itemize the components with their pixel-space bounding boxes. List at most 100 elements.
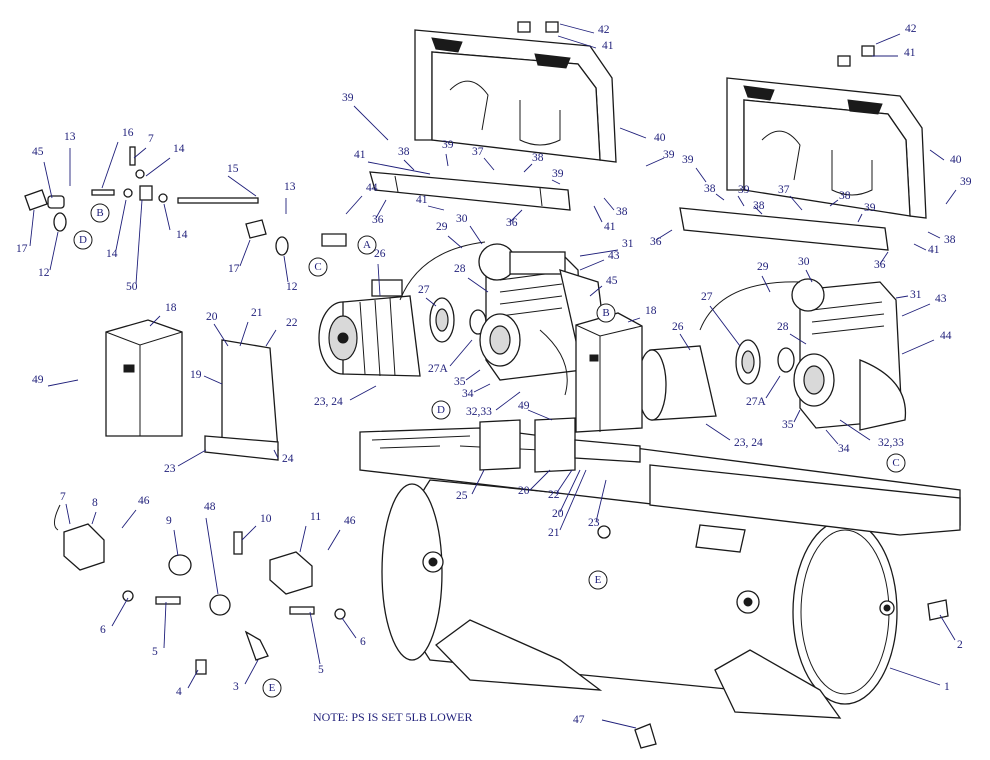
part-callout: 25: [456, 490, 468, 502]
leader-line: [601, 719, 637, 729]
part-callout: 40: [950, 154, 962, 166]
leader-line: [111, 597, 129, 627]
reference-letter-circle: [596, 303, 616, 323]
mounting-plate: [204, 339, 279, 461]
leader-line: [695, 167, 707, 183]
leader-line: [101, 141, 119, 189]
leader-line: [149, 315, 161, 327]
reference-letter: D: [437, 404, 445, 416]
leader-line: [927, 231, 941, 239]
reference-letter: E: [269, 682, 276, 694]
part-callout: 38: [616, 206, 628, 218]
leader-line: [579, 249, 619, 257]
part-callout: 36: [650, 236, 662, 248]
control-box-left: [105, 319, 183, 437]
part-callout: 37: [778, 184, 790, 196]
part-callout: 27: [701, 291, 713, 303]
leader-line: [273, 449, 279, 459]
leader-line: [603, 197, 615, 211]
leader-line: [377, 263, 381, 297]
part-callout: 17: [228, 263, 240, 275]
part-callout: 38: [839, 190, 851, 202]
leader-line: [929, 149, 945, 161]
leader-line: [495, 391, 521, 411]
leader-line: [595, 479, 607, 523]
belt-guard-bracket-right: [679, 207, 889, 251]
reference-letter-circle: [886, 453, 906, 473]
left-pulleys: [429, 297, 487, 343]
part-callout: 49: [32, 374, 44, 386]
leader-line: [353, 105, 389, 141]
part-callout: 31: [910, 289, 922, 301]
leader-line: [449, 339, 473, 367]
leader-line: [765, 375, 781, 399]
part-callout: 39: [552, 168, 564, 180]
leader-line: [115, 199, 127, 251]
tank-fitting: [597, 525, 611, 539]
leader-line: [805, 269, 813, 283]
reference-letter-circle: [357, 235, 377, 255]
part-callout: 46: [138, 495, 150, 507]
part-callout: 7: [148, 133, 154, 145]
reference-letter: B: [96, 207, 103, 219]
reference-letter-circle: [73, 230, 93, 250]
part-callout: 36: [372, 214, 384, 226]
part-callout: 18: [645, 305, 657, 317]
part-callout: 22: [548, 489, 560, 501]
leader-line: [349, 385, 377, 401]
right-pump: [699, 278, 907, 431]
part-callout: 6: [360, 636, 366, 648]
part-callout: 38: [704, 183, 716, 195]
reference-letter-circle: [431, 400, 451, 420]
part-callout: 38: [398, 146, 410, 158]
leader-line: [483, 157, 495, 171]
part-callout: 20: [518, 485, 530, 497]
part-callout: 18: [165, 302, 177, 314]
leader-line: [589, 285, 603, 297]
part-callout: 13: [64, 131, 76, 143]
part-callout: 45: [606, 275, 618, 287]
part-callout: 19: [190, 369, 202, 381]
leader-line: [427, 205, 445, 211]
leader-line: [559, 469, 587, 531]
leader-line: [241, 525, 257, 541]
part-callout: 32,33: [878, 437, 904, 449]
leader-line: [559, 469, 581, 513]
leader-line: [715, 193, 725, 201]
leader-line: [753, 205, 763, 215]
part-callout: 50: [126, 281, 138, 293]
part-callout: 28: [454, 263, 466, 275]
part-callout: 44: [366, 182, 378, 194]
part-callout: 27A: [746, 396, 767, 408]
leader-line: [91, 511, 97, 525]
leader-line: [135, 199, 143, 285]
leader-line: [527, 409, 553, 421]
part-callout: 35: [454, 376, 466, 388]
leader-line: [213, 323, 229, 347]
leader-line: [227, 175, 257, 197]
part-callout: 26: [672, 321, 684, 333]
leader-line: [49, 231, 59, 271]
leader-line: [445, 153, 449, 167]
part-callout: 7: [60, 491, 66, 503]
part-callout: 5: [152, 646, 158, 658]
leader-line: [341, 617, 357, 639]
part-callout: 41: [416, 194, 428, 206]
belt-guard-left: [414, 21, 617, 163]
leader-line: [177, 449, 207, 467]
leader-line: [345, 195, 363, 215]
leader-line: [187, 669, 199, 689]
leader-line: [425, 297, 437, 307]
leader-line: [367, 161, 431, 175]
part-callout: 14: [173, 143, 185, 155]
part-callout: 34: [838, 443, 850, 455]
part-callout: 24: [282, 453, 294, 465]
part-callout: 39: [738, 184, 750, 196]
part-callout: 47: [573, 714, 585, 726]
part-callout: 42: [598, 24, 610, 36]
leader-line: [901, 339, 935, 355]
reference-letter-circle: [90, 203, 110, 223]
leader-line: [939, 614, 956, 641]
